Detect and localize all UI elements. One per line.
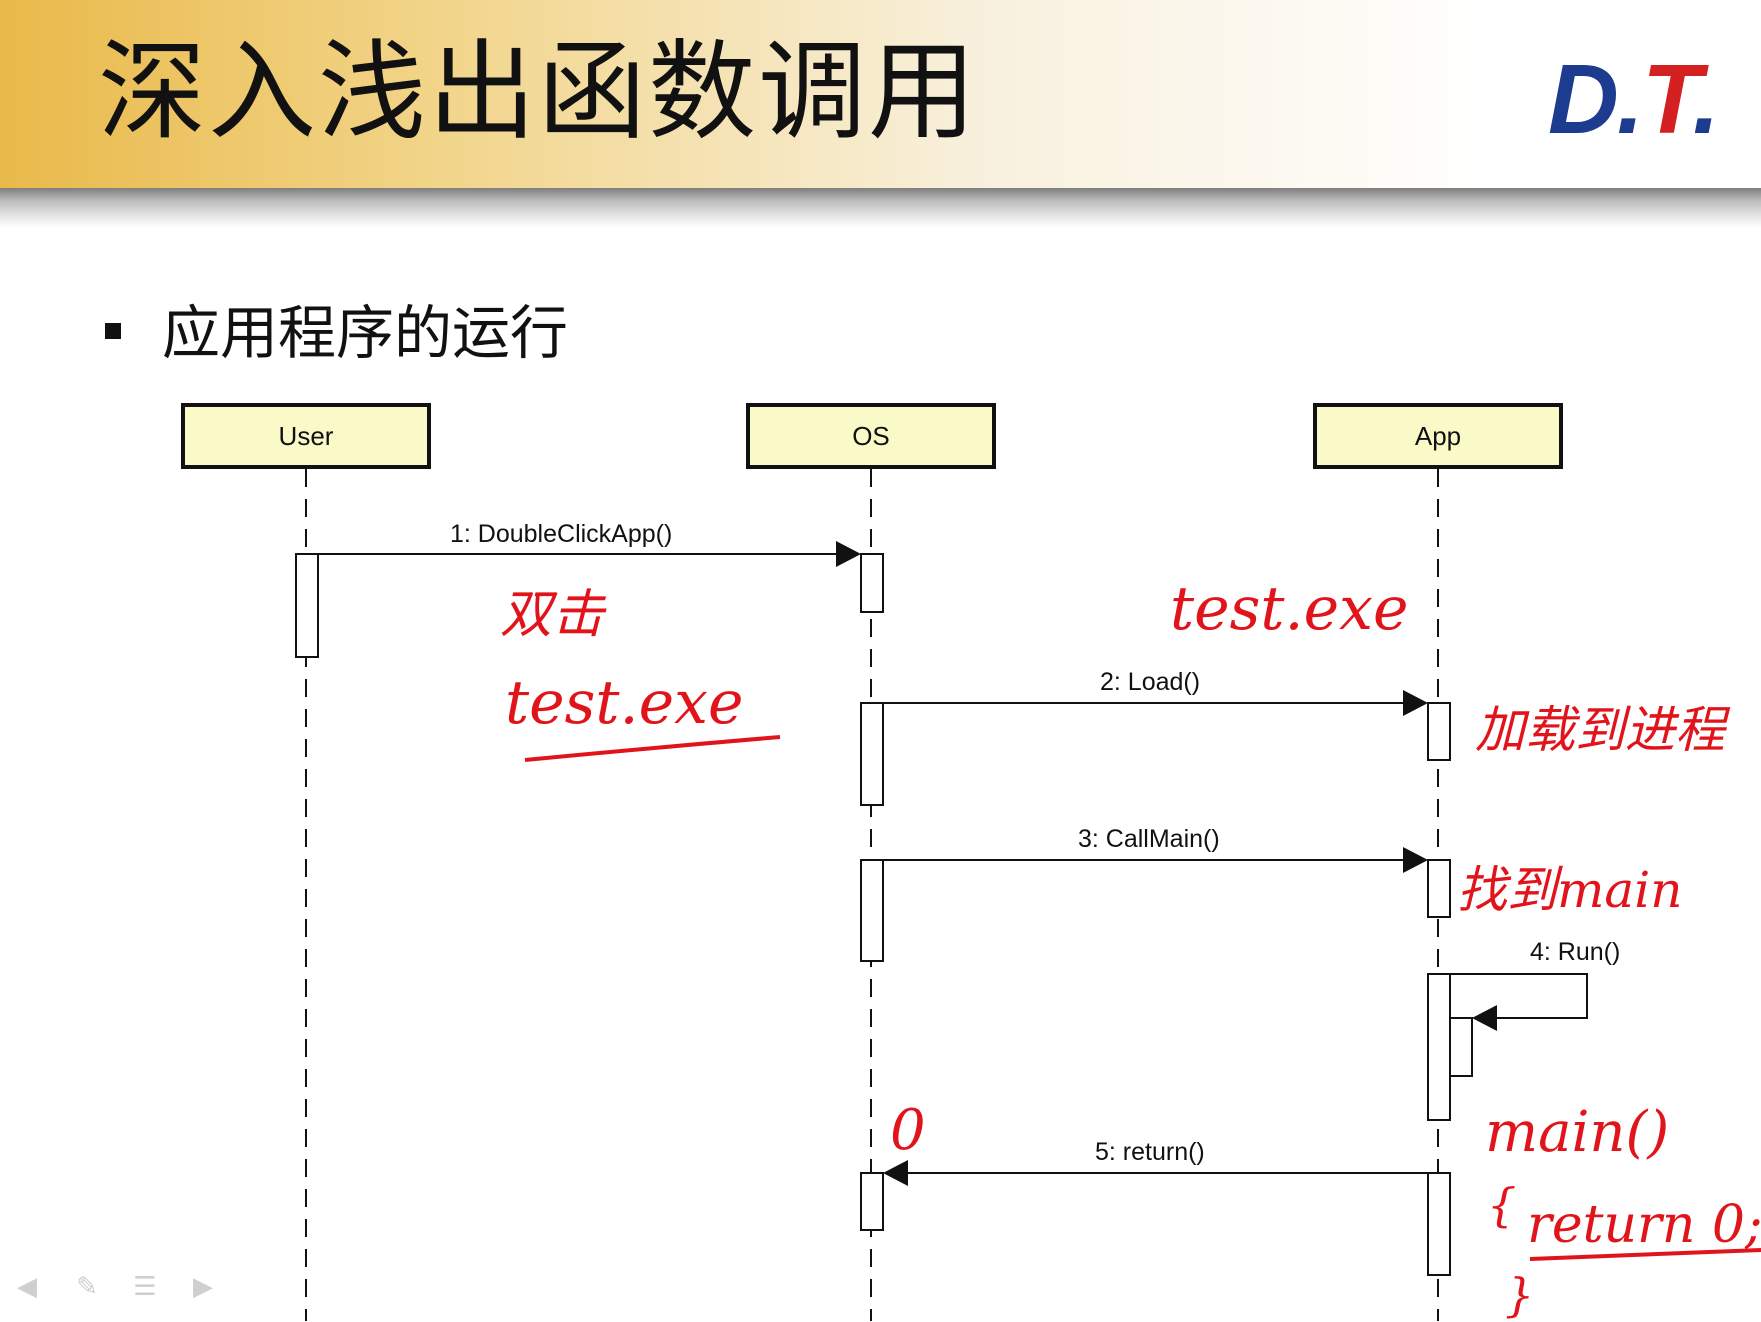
pen-icon[interactable]: ✎ — [76, 1272, 98, 1302]
bullet-marker — [105, 323, 121, 339]
activation-app-3 — [1427, 973, 1451, 1121]
activation-os-4 — [860, 1172, 884, 1231]
annotation-exe-right: test.exe — [1170, 574, 1409, 644]
activation-app-run — [1449, 1017, 1473, 1077]
activation-app-4 — [1427, 1172, 1451, 1276]
annotation-brace-close: } — [1505, 1268, 1535, 1322]
annotation-underline-exe — [524, 735, 781, 762]
activation-os-3 — [860, 859, 884, 962]
actor-os: OS — [746, 403, 996, 469]
message-label-3: 3: CallMain() — [1078, 825, 1220, 853]
annotation-find-main: 找到main — [1457, 861, 1683, 919]
message-arrow-4 — [1450, 973, 1588, 1019]
activation-os-2 — [860, 702, 884, 806]
message-label-2: 2: Load() — [1100, 668, 1201, 696]
actor-app: App — [1313, 403, 1563, 469]
activation-app-1 — [1427, 702, 1451, 761]
next-slide-icon[interactable]: ▶ — [193, 1272, 213, 1302]
annotation-brace-open: { — [1487, 1178, 1517, 1232]
annotation-load: 加载到进程 — [1475, 701, 1725, 759]
bullet-text: 应用程序的运行 — [162, 299, 569, 367]
message-label-5: 5: return() — [1095, 1138, 1205, 1166]
annotation-double-click: 双击 — [500, 585, 605, 645]
header-shadow — [0, 188, 1761, 228]
slide-title: 深入浅出函数调用 — [98, 30, 979, 155]
activation-user — [295, 553, 319, 658]
slide-header — [0, 0, 1761, 188]
annotation-main-sig: main() — [1485, 1100, 1670, 1165]
annotation-return: return 0; — [1527, 1195, 1761, 1255]
message-label-4: 4: Run() — [1530, 938, 1621, 966]
message-label-1: 1: DoubleClickApp() — [450, 520, 673, 548]
annotation-zero: 0 — [890, 1098, 926, 1163]
prev-slide-icon[interactable]: ◀ — [17, 1272, 37, 1302]
actor-user: User — [181, 403, 431, 469]
dt-logo: D.T. — [1548, 44, 1720, 154]
activation-app-2 — [1427, 859, 1451, 918]
activation-os-1 — [860, 553, 884, 613]
menu-icon[interactable]: ☰ — [133, 1272, 157, 1302]
annotation-exe-left: test.exe — [505, 668, 744, 738]
annotation-underline-return — [1529, 1248, 1761, 1261]
